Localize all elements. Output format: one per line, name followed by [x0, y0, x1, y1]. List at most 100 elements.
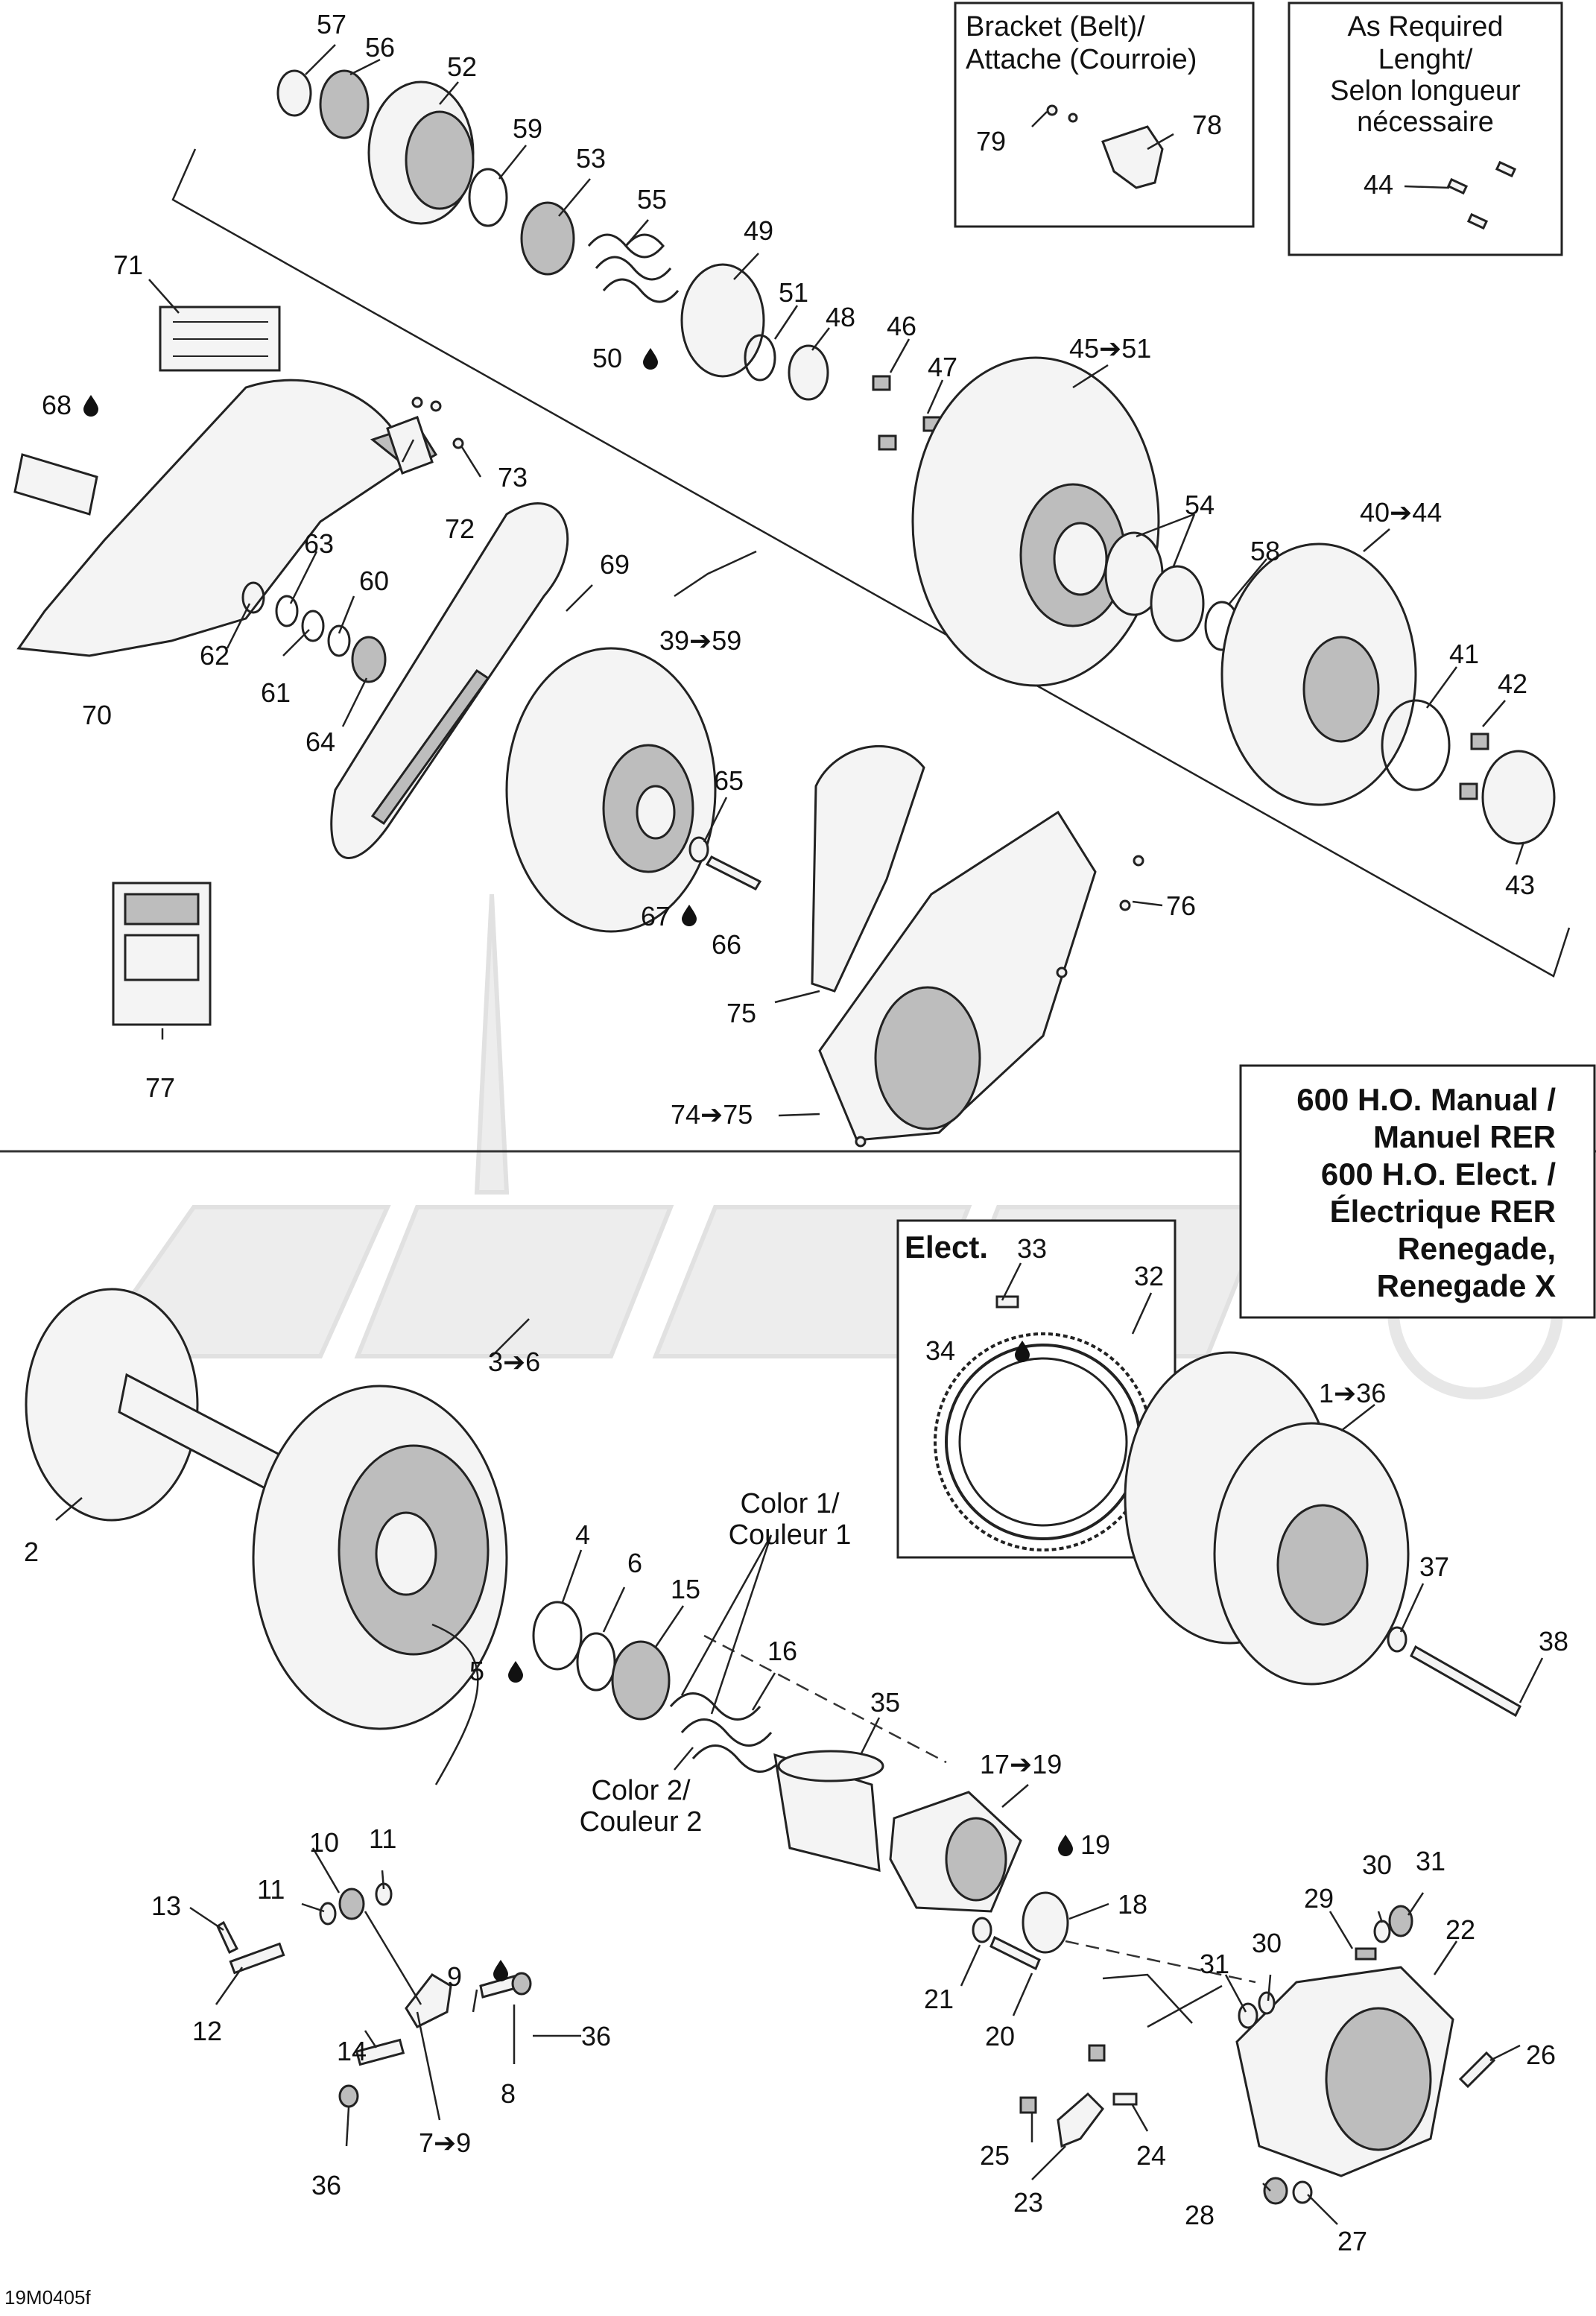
label-3-6: 3➔6 — [488, 1347, 540, 1377]
leader-lines — [55, 44, 1544, 2225]
label-75: 75 — [726, 998, 756, 1028]
label-4: 4 — [575, 1519, 590, 1550]
label-43: 43 — [1505, 870, 1535, 900]
models-line1: 600 H.O. Manual / — [1296, 1082, 1556, 1117]
label-64: 64 — [305, 727, 335, 757]
label-63: 63 — [304, 528, 334, 559]
label-15: 15 — [671, 1574, 700, 1604]
models-line6: Renegade X — [1377, 1268, 1556, 1303]
label-20: 20 — [985, 2021, 1015, 2051]
label-37: 37 — [1419, 1551, 1449, 1582]
label-28: 28 — [1185, 2200, 1215, 2230]
label-68: 68 — [42, 390, 72, 420]
label-56: 56 — [365, 32, 395, 63]
label-69: 69 — [600, 549, 630, 580]
label-59: 59 — [513, 113, 542, 144]
label-19: 19 — [1080, 1829, 1110, 1860]
part-labels: 57 56 52 59 53 55 49 51 48 46 47 50 45➔5… — [24, 9, 1568, 2256]
label-54: 54 — [1185, 490, 1215, 520]
lower-assembly — [25, 1288, 1521, 2205]
label-46: 46 — [887, 311, 916, 341]
label-39-59: 39➔59 — [659, 625, 741, 656]
label-50: 50 — [592, 343, 622, 373]
models-line5: Renegade, — [1398, 1231, 1556, 1266]
label-8: 8 — [501, 2078, 516, 2109]
models-line2: Manuel RER — [1373, 1119, 1556, 1154]
upper-assembly — [13, 69, 1556, 1148]
label-7-9: 7➔9 — [419, 2127, 471, 2158]
label-2: 2 — [24, 1537, 39, 1567]
label-29: 29 — [1304, 1883, 1334, 1914]
models-line3: 600 H.O. Elect. / — [1321, 1157, 1556, 1192]
axis-lines — [171, 148, 1571, 1984]
label-9: 9 — [447, 1961, 462, 1992]
label-5: 5 — [469, 1656, 484, 1686]
label-30a: 30 — [1362, 1850, 1392, 1880]
label-77: 77 — [145, 1072, 175, 1103]
label-36a: 36 — [581, 2021, 611, 2051]
label-44: 44 — [1364, 169, 1393, 200]
label-72: 72 — [445, 513, 475, 544]
label-10: 10 — [309, 1827, 339, 1858]
label-40-44: 40➔44 — [1360, 497, 1442, 528]
color-notes: Color 1/ Couleur 1 Color 2/ Couleur 2 — [580, 1488, 852, 1838]
color2-line2: Couleur 2 — [580, 1806, 703, 1838]
label-16: 16 — [767, 1636, 797, 1666]
label-65: 65 — [714, 765, 744, 796]
label-78: 78 — [1192, 110, 1222, 140]
label-48: 48 — [826, 302, 855, 332]
models-box: 600 H.O. Manual / Manuel RER 600 H.O. El… — [1239, 1064, 1596, 1319]
drawing-code: 19M0405f — [4, 2286, 91, 2309]
label-11a: 11 — [257, 1874, 285, 1905]
label-11b: 11 — [369, 1823, 396, 1854]
label-66: 66 — [712, 929, 741, 960]
label-26: 26 — [1526, 2040, 1556, 2070]
bracket-title-line2: Attache (Courroie) — [966, 44, 1197, 75]
label-24: 24 — [1136, 2140, 1166, 2171]
label-6: 6 — [627, 1548, 642, 1578]
label-35: 35 — [870, 1687, 900, 1718]
required-line1: As Required — [1347, 11, 1503, 42]
label-55: 55 — [637, 184, 667, 215]
label-42: 42 — [1498, 668, 1527, 699]
label-12: 12 — [192, 2016, 222, 2046]
label-73: 73 — [498, 462, 528, 493]
label-32: 32 — [1134, 1261, 1164, 1291]
label-51: 51 — [779, 277, 808, 308]
label-27: 27 — [1337, 2226, 1367, 2256]
label-31a: 31 — [1416, 1846, 1445, 1876]
elect-title: Elect. — [905, 1230, 988, 1265]
label-38: 38 — [1539, 1626, 1568, 1657]
label-23: 23 — [1013, 2187, 1043, 2218]
required-length-box: As Required Lenght/ Selon longueur néces… — [1288, 1, 1563, 256]
label-25: 25 — [980, 2140, 1010, 2171]
label-70: 70 — [82, 700, 112, 730]
label-33: 33 — [1017, 1233, 1047, 1264]
label-62: 62 — [200, 640, 229, 671]
label-34: 34 — [925, 1335, 955, 1366]
label-58: 58 — [1250, 536, 1280, 566]
label-22: 22 — [1445, 1914, 1475, 1945]
label-17-19: 17➔19 — [980, 1749, 1062, 1779]
label-53: 53 — [576, 143, 606, 174]
label-49: 49 — [744, 215, 773, 246]
label-61: 61 — [261, 677, 291, 708]
label-74-75: 74➔75 — [671, 1099, 753, 1130]
label-47: 47 — [928, 352, 957, 382]
label-79: 79 — [976, 126, 1006, 156]
label-71: 71 — [113, 250, 143, 280]
label-52: 52 — [447, 51, 477, 82]
label-13: 13 — [151, 1891, 181, 1921]
color2-line1: Color 2/ — [591, 1775, 690, 1806]
label-45-51: 45➔51 — [1069, 333, 1151, 364]
label-30b: 30 — [1252, 1928, 1282, 1958]
required-line2: Lenght/ — [1378, 44, 1473, 75]
label-18: 18 — [1118, 1889, 1147, 1920]
label-60: 60 — [359, 566, 389, 596]
label-76: 76 — [1166, 890, 1196, 921]
label-67: 67 — [641, 901, 671, 931]
label-14: 14 — [337, 2036, 367, 2066]
bracket-box: Bracket (Belt)/ Attache (Courroie) — [954, 1, 1255, 228]
label-1-36: 1➔36 — [1319, 1378, 1386, 1408]
